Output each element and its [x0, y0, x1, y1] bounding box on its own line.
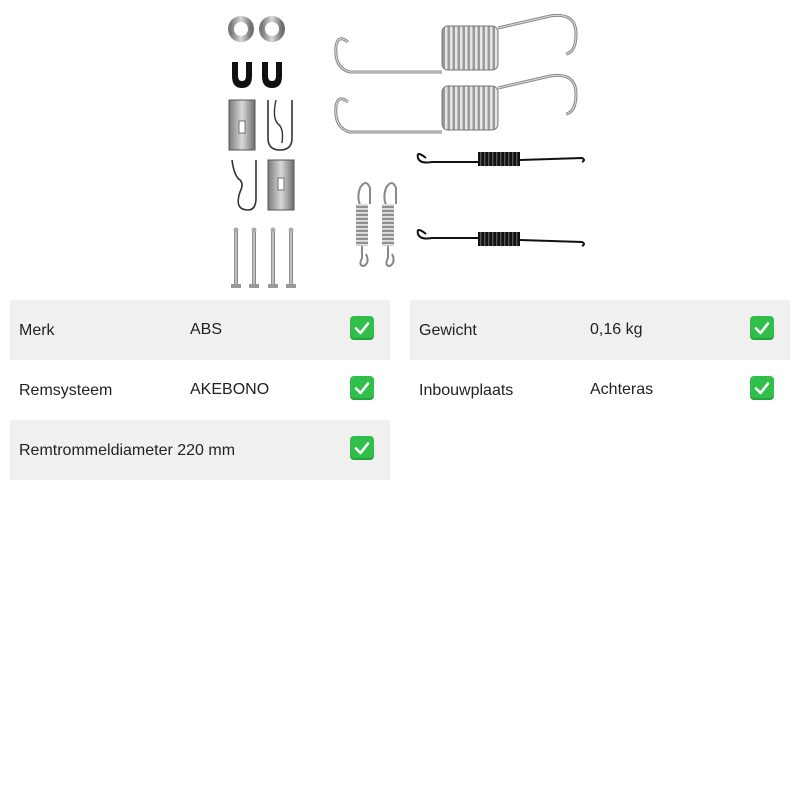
spec-label: Remtrommeldiameter 220 mm [19, 442, 236, 459]
brake-shoe-fitting-kit-image [228, 13, 585, 288]
product-image [220, 8, 600, 292]
spec-row-remtrommeldiameter: Remtrommeldiameter 220 mm [10, 420, 390, 480]
spec-label: Remsysteem [19, 382, 113, 399]
spec-value: AKEBONO [190, 381, 270, 398]
washer-right [259, 16, 285, 42]
spec-row-merk: Merk ABS [10, 300, 390, 360]
spec-value: Achteras [590, 381, 654, 398]
spec-table-left: Merk ABS Remsysteem AKEBONO Remtrommeldi… [10, 300, 390, 480]
spec-row-remsysteem: Remsysteem AKEBONO [10, 360, 390, 420]
spec-value: ABS [190, 321, 223, 338]
spec-row-gewicht: Gewicht 0,16 kg [410, 300, 790, 360]
check-icon [350, 376, 374, 400]
spec-row-inbouwplaats: Inbouwplaats Achteras [410, 360, 790, 420]
check-icon [350, 436, 374, 460]
washer-left [228, 16, 254, 42]
spec-table-right: Gewicht 0,16 kg Inbouwplaats Achteras [410, 300, 790, 420]
check-icon [750, 316, 774, 340]
check-icon [750, 376, 774, 400]
spec-label: Merk [19, 322, 55, 339]
spec-label: Gewicht [419, 322, 477, 339]
check-icon [350, 316, 374, 340]
spec-label: Inbouwplaats [419, 382, 514, 399]
spec-value: 0,16 kg [590, 321, 643, 338]
